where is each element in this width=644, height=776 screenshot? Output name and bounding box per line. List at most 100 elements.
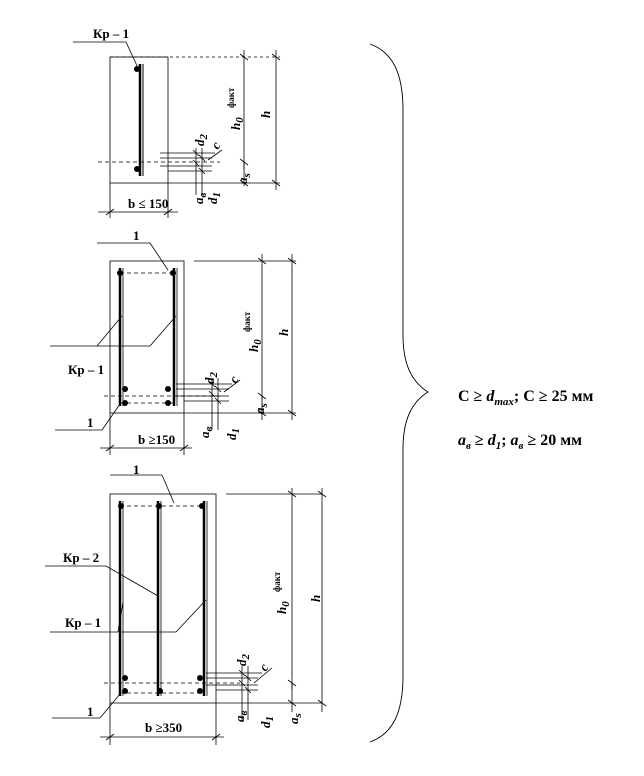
formula-ab-1-sub: в bbox=[466, 440, 471, 453]
section-1-bar-top bbox=[134, 66, 140, 72]
section-1-h-label: h bbox=[258, 111, 273, 118]
section-3-ab-label: a bbox=[232, 715, 247, 722]
section-2-as-sub: s bbox=[258, 403, 270, 408]
section-1-as-sub: s bbox=[241, 173, 253, 178]
curly-brace bbox=[369, 43, 429, 743]
section-1 bbox=[73, 41, 281, 218]
section-3-d1-label: d bbox=[258, 721, 273, 728]
formula-ab-1: a bbox=[458, 432, 466, 449]
section-2-label-1-bottom: 1 bbox=[87, 415, 94, 430]
section-2-d2-label: d bbox=[202, 377, 217, 384]
section-3-width-label: b ≥350 bbox=[145, 720, 182, 735]
svg-text:d2: d2 bbox=[234, 654, 252, 667]
section-3-label-1-bottom: 1 bbox=[87, 704, 94, 719]
section-1-c-label: c bbox=[208, 139, 224, 152]
section-3-d2-sub: 2 bbox=[240, 654, 252, 661]
section-2-h0-label: h bbox=[246, 345, 261, 352]
section-1-bar-bottom bbox=[134, 166, 140, 172]
section-3-bar-label-2: Кр – 2 bbox=[63, 550, 99, 565]
svg-text:h0: h0 bbox=[228, 117, 246, 130]
section-3-fakt-label: факт bbox=[272, 571, 282, 592]
section-2-width-label: b ≥150 bbox=[138, 432, 175, 447]
section-1-d2-sub: 2 bbox=[198, 134, 210, 141]
svg-text:d1: d1 bbox=[205, 192, 223, 204]
section-3-bar-tr bbox=[199, 503, 205, 509]
section-2-h0-sub: 0 bbox=[252, 339, 264, 345]
svg-text:aв: aв bbox=[232, 711, 250, 723]
section-1-d1-sub: 1 bbox=[211, 192, 223, 198]
section-2-h-label: h bbox=[276, 329, 291, 336]
section-2 bbox=[50, 242, 297, 455]
section-1-as-label: a bbox=[235, 177, 250, 184]
section-1-d2-label: d bbox=[192, 139, 207, 146]
section-3-bar-ml bbox=[122, 675, 128, 681]
section-2-d1-sub: 1 bbox=[230, 428, 242, 434]
section-3-bar-label-1: Кр – 1 bbox=[65, 615, 101, 630]
section-3-bar-tl bbox=[118, 503, 124, 509]
svg-text:as: as bbox=[235, 173, 253, 184]
section-2-bar-tr bbox=[170, 270, 176, 276]
svg-text:d2: d2 bbox=[202, 372, 220, 385]
svg-text:d2: d2 bbox=[192, 134, 210, 147]
formula-ab-ge: ≥ bbox=[470, 432, 488, 449]
section-2-ab-label: a bbox=[197, 431, 212, 438]
formula-cover: C ≥ dmax; C ≥ 25 мм bbox=[458, 388, 593, 408]
section-3-bar-mr bbox=[197, 675, 203, 681]
svg-text:h0: h0 bbox=[246, 339, 264, 352]
formula-dmax: d bbox=[486, 388, 495, 405]
svg-text:aв: aв bbox=[191, 193, 209, 205]
formula-d1: d bbox=[487, 432, 496, 449]
section-2-d2-sub: 2 bbox=[208, 372, 220, 379]
section-3-bar-bl bbox=[122, 688, 128, 694]
section-3-h-label: h bbox=[308, 595, 323, 602]
section-3-d2-label: d bbox=[234, 659, 249, 666]
svg-text:h0: h0 bbox=[274, 601, 292, 614]
section-3-h0-label: h bbox=[274, 607, 289, 614]
section-2-outline bbox=[109, 260, 185, 414]
section-3-label-1-top: 1 bbox=[133, 462, 140, 477]
formula-ab-min: ≥ 20 мм bbox=[523, 432, 583, 449]
section-3-as-sub: s bbox=[292, 713, 304, 718]
section-2-as-label: a bbox=[252, 407, 267, 414]
formula-ab-2: a bbox=[510, 432, 519, 449]
section-3-ab-sub: в bbox=[238, 711, 250, 716]
section-3-bars bbox=[118, 503, 205, 694]
section-3 bbox=[45, 474, 327, 745]
svg-text:d1: d1 bbox=[258, 716, 276, 728]
section-2-label-1-top: 1 bbox=[133, 228, 140, 243]
section-1-d1-label: d bbox=[205, 197, 220, 204]
formula-ab: aв ≥ d1; aв ≥ 20 мм bbox=[458, 432, 582, 452]
section-2-bar-tl bbox=[117, 270, 123, 276]
section-1-h0-label: h bbox=[228, 123, 243, 130]
svg-text:as: as bbox=[286, 713, 304, 724]
formula-ab-sep: ; bbox=[501, 432, 511, 449]
formula-d1-sub: 1 bbox=[495, 440, 502, 453]
section-1-fakt-label: факт bbox=[226, 87, 236, 108]
section-2-bars bbox=[117, 270, 176, 406]
section-1-ab-sub: в bbox=[197, 193, 209, 198]
section-3-bar-tm bbox=[156, 503, 162, 509]
section-2-ab-sub: в bbox=[203, 427, 215, 432]
section-3-h0-sub: 0 bbox=[280, 601, 292, 607]
section-3-c-label: c bbox=[256, 661, 272, 674]
section-3-bar-br bbox=[197, 688, 203, 694]
section-2-c-label: c bbox=[226, 373, 242, 386]
formula-c-prefix: C ≥ bbox=[458, 388, 487, 405]
section-2-bar-label: Кр – 1 bbox=[68, 362, 104, 377]
section-1-outline bbox=[109, 56, 169, 184]
formula-c-min: ; C ≥ 25 мм bbox=[513, 388, 594, 405]
section-3-bar-bm bbox=[157, 688, 163, 694]
section-1-h0-sub: 0 bbox=[234, 117, 246, 123]
section-1-bars bbox=[134, 66, 140, 172]
section-2-bar-br bbox=[165, 400, 171, 406]
section-1-ab-label: a bbox=[191, 197, 206, 204]
svg-text:aв: aв bbox=[197, 427, 215, 439]
section-2-bar-mr bbox=[165, 386, 171, 392]
section-2-d1-label: d bbox=[224, 433, 239, 440]
svg-text:d1: d1 bbox=[224, 428, 242, 440]
section-3-d1-sub: 1 bbox=[264, 716, 276, 722]
section-2-bar-bl bbox=[122, 400, 128, 406]
section-3-outline bbox=[109, 493, 217, 704]
section-2-bar-ml bbox=[122, 386, 128, 392]
